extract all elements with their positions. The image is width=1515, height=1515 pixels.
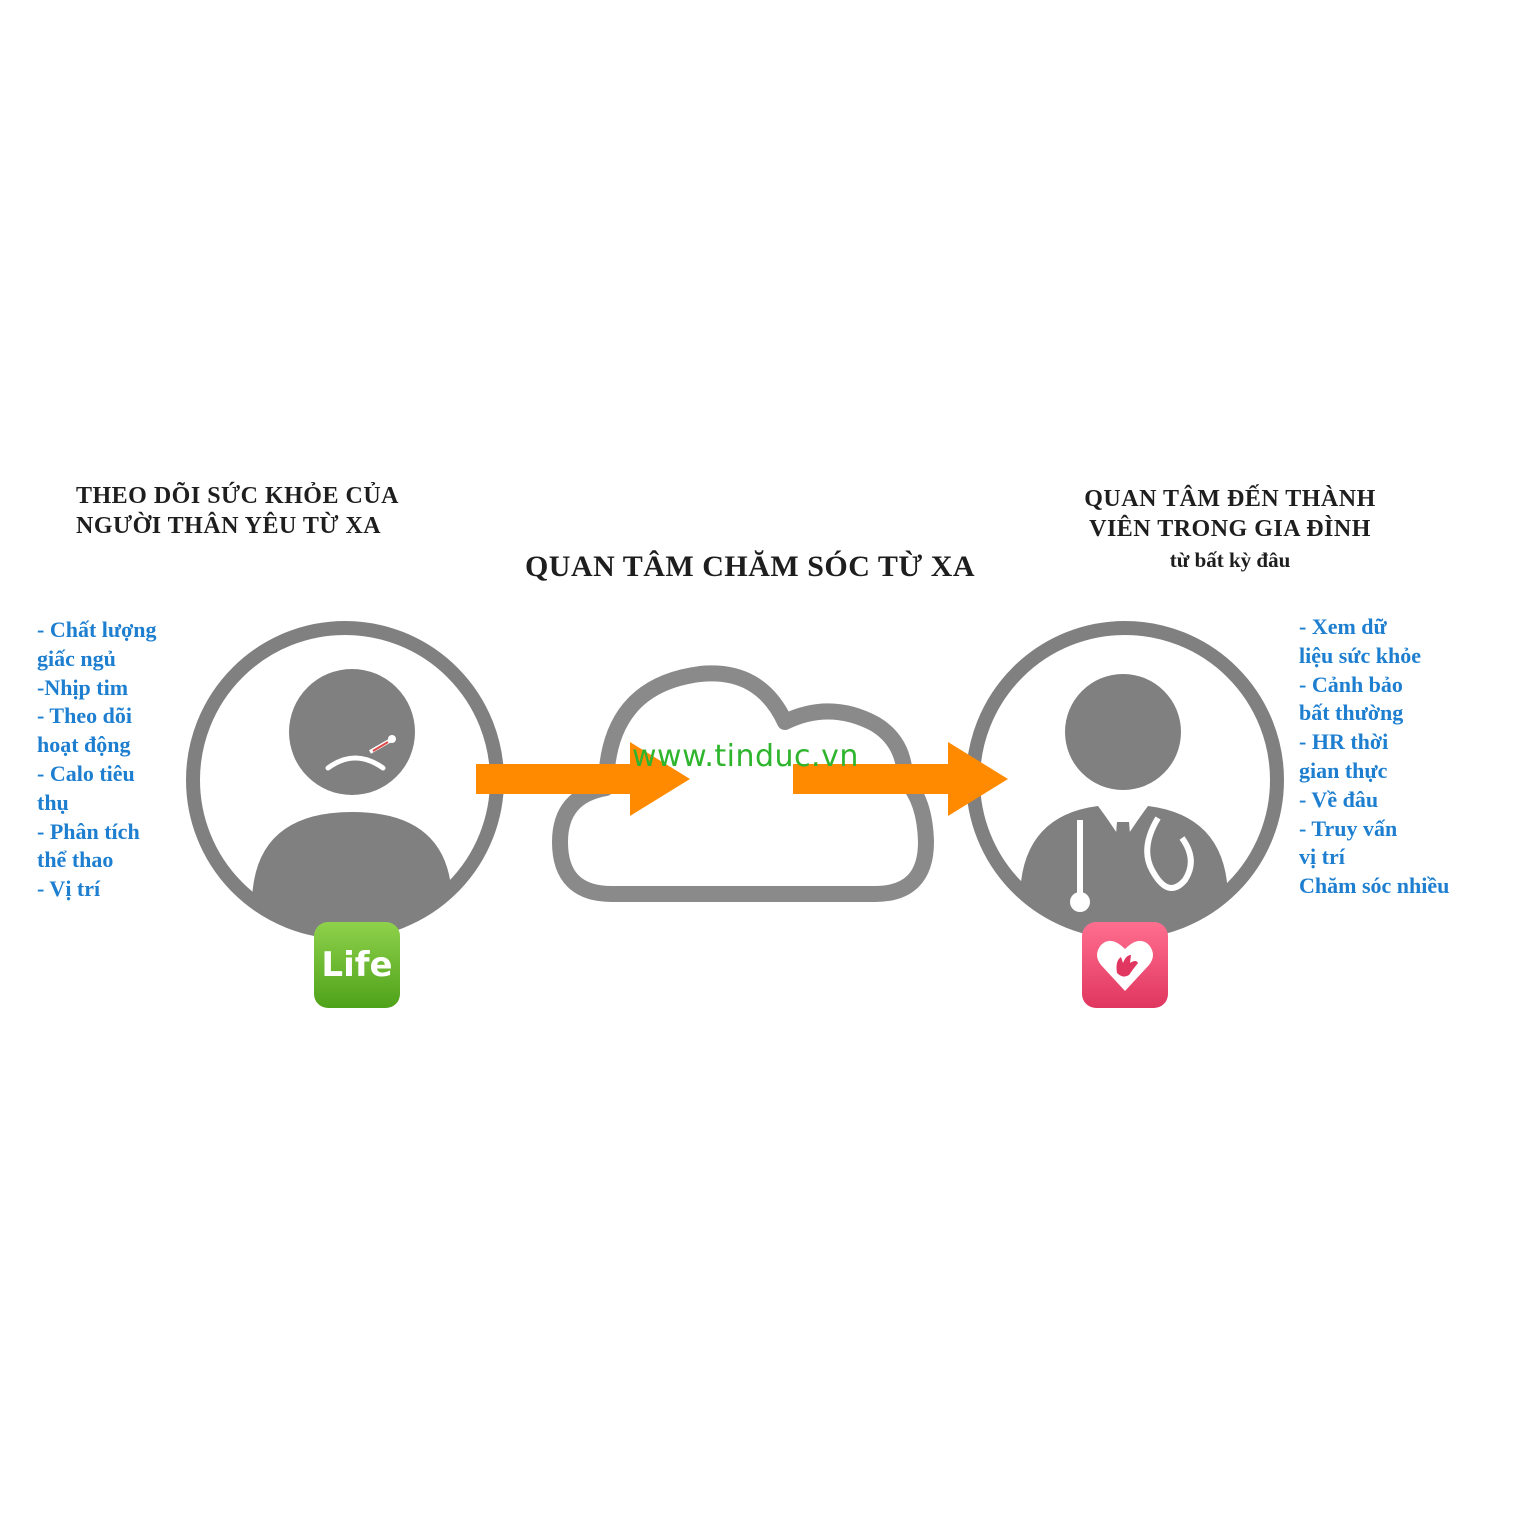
list-item: - Cảnh bảo bbox=[1299, 671, 1403, 697]
left-heading-line-2: NGƯỜI THÂN YÊU TỪ XA bbox=[76, 513, 382, 539]
life-app-icon: Life bbox=[314, 922, 400, 1008]
doctor-icon bbox=[966, 621, 1284, 939]
list-item: - Vị trí bbox=[37, 876, 101, 902]
list-item: Chăm sóc nhiều bbox=[1299, 873, 1450, 899]
watermark: www.tinduc.vn bbox=[632, 739, 859, 774]
left-feature-list: - Chất lượng giấc ngủ -Nhịp tim - Theo d… bbox=[37, 616, 197, 904]
list-item: - Chất lượng bbox=[37, 617, 157, 642]
list-item: - Calo tiêu bbox=[37, 760, 135, 786]
arrow-to-doctor bbox=[793, 742, 1008, 816]
center-title: QUAN TÂM CHĂM SÓC TỪ XA bbox=[524, 550, 976, 583]
list-item: bất thường bbox=[1299, 700, 1404, 726]
list-item: - HR thời bbox=[1299, 729, 1389, 755]
arrow-to-cloud bbox=[476, 742, 690, 816]
list-item: liệu sức khỏe bbox=[1299, 642, 1421, 668]
heart-hand-icon bbox=[1097, 940, 1153, 991]
list-item: hoạt động bbox=[37, 732, 131, 758]
right-heading: QUAN TÂM ĐẾN THÀNH VIÊN TRONG GIA ĐÌNH bbox=[1060, 484, 1400, 544]
right-heading-line-2: VIÊN TRONG GIA ĐÌNH bbox=[1089, 516, 1371, 542]
list-item: - Truy vấn bbox=[1299, 815, 1398, 841]
life-app-label: Life bbox=[321, 945, 393, 985]
list-item: thể thao bbox=[37, 847, 114, 873]
cloud-icon bbox=[552, 665, 934, 902]
list-item: giấc ngủ bbox=[37, 645, 116, 671]
list-item: - Phân tích bbox=[37, 818, 140, 844]
list-item: gian thực bbox=[1299, 757, 1388, 783]
left-heading-line-1: THEO DÕI SỨC KHỎE CỦA bbox=[76, 483, 399, 509]
sad-patient-icon bbox=[186, 621, 504, 939]
list-item: - Về đâu bbox=[1299, 786, 1379, 812]
right-heading-line-1: QUAN TÂM ĐẾN THÀNH bbox=[1084, 486, 1376, 512]
list-item: thụ bbox=[37, 789, 69, 815]
left-heading: THEO DÕI SỨC KHỎE CỦA NGƯỜI THÂN YÊU TỪ … bbox=[76, 481, 436, 541]
care-app-icon bbox=[1082, 922, 1168, 1008]
list-item: - Xem dữ bbox=[1299, 614, 1387, 639]
right-feature-list: - Xem dữ liệu sức khỏe - Cảnh bảo bất th… bbox=[1299, 613, 1499, 901]
list-item: -Nhịp tim bbox=[37, 674, 129, 700]
list-item: - Theo dõi bbox=[37, 703, 132, 729]
list-item: vị trí bbox=[1299, 844, 1345, 870]
right-subheading: từ bất kỳ đâu bbox=[1169, 548, 1291, 572]
